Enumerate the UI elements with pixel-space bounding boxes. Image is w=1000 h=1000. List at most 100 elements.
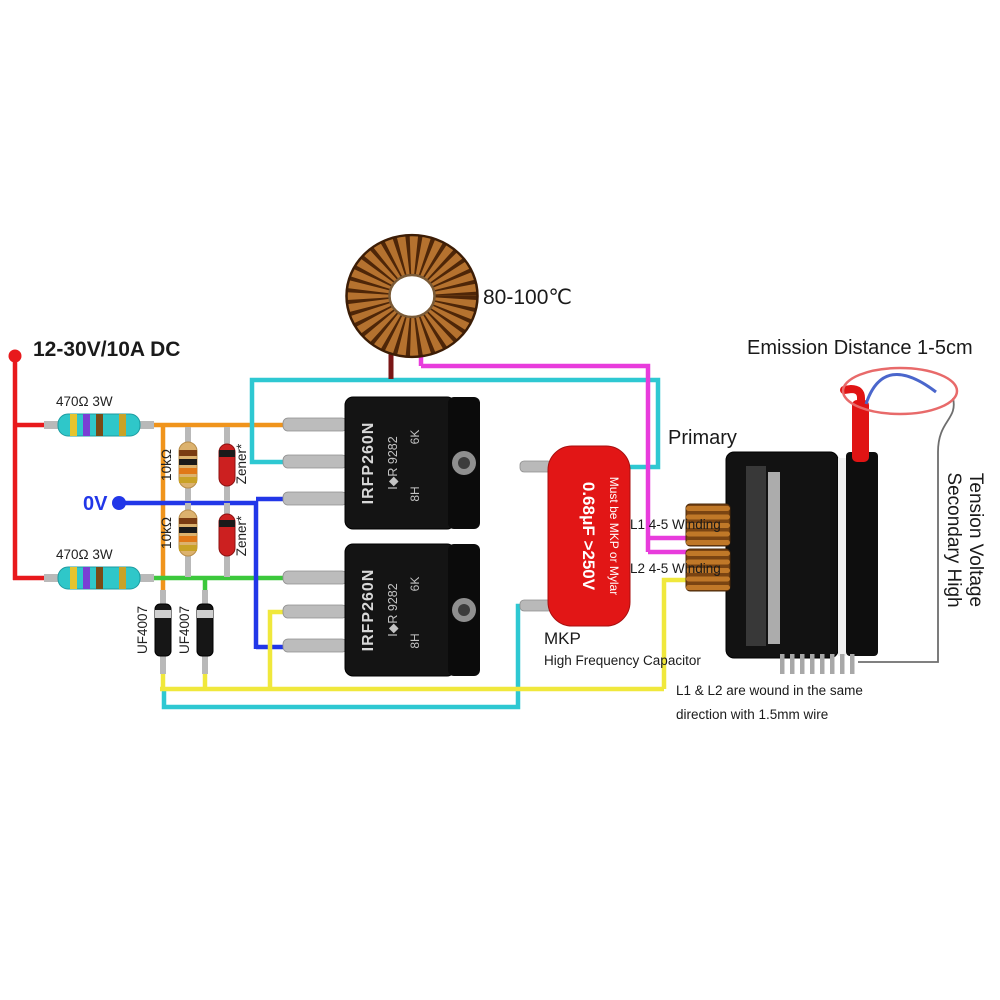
flyback-pin bbox=[800, 654, 805, 674]
mosfet-mounting-hole-center bbox=[458, 457, 470, 469]
mosfet-mounting-hole-center bbox=[458, 604, 470, 616]
resistor-470-1-label: 470Ω 3W bbox=[56, 394, 113, 409]
mosfet-code-text: 8H bbox=[408, 486, 422, 501]
resistor-470-2 bbox=[44, 566, 154, 590]
mosfet-lead-drain bbox=[282, 454, 348, 469]
mosfet-logo-text: I◆R 9282 bbox=[386, 436, 400, 489]
mosfet-lead-source bbox=[282, 638, 348, 653]
winding-turn bbox=[686, 540, 730, 545]
diode-band bbox=[197, 610, 213, 618]
spark-ellipse bbox=[841, 366, 959, 416]
hv-electrode bbox=[840, 384, 869, 462]
flyback-pin bbox=[830, 654, 835, 674]
secondary-label-line2: Tension Voltage bbox=[965, 473, 986, 607]
uf4007-2-label: UF4007 bbox=[177, 606, 192, 654]
resistor-band bbox=[119, 414, 126, 436]
resistor-470-2-label: 470Ω 3W bbox=[56, 547, 113, 562]
electrode-body bbox=[852, 400, 869, 462]
capacitor-requirement-text: Must be MKP or Mylar bbox=[607, 477, 621, 595]
mosfet-lead-drain bbox=[282, 604, 348, 619]
resistor-band bbox=[83, 567, 90, 589]
resistor-band bbox=[179, 518, 197, 524]
winding-turn bbox=[686, 576, 730, 582]
wire-red-group bbox=[12, 356, 58, 581]
resistor-band bbox=[179, 477, 197, 483]
mkp-capacitor: 0.68μF >250V Must be MKP or Mylar bbox=[519, 445, 631, 627]
resistor-band bbox=[179, 545, 197, 551]
mosfet-lead-gate bbox=[282, 570, 348, 585]
mosfet-code-text: 8H bbox=[408, 633, 422, 648]
flyback-core-right bbox=[846, 452, 878, 656]
resistor-band bbox=[96, 567, 103, 589]
capacitor-lead bbox=[519, 599, 553, 612]
wire-yellow-l2 bbox=[661, 577, 694, 689]
primary-winding-l1 bbox=[685, 503, 731, 547]
flyback-pin bbox=[840, 654, 845, 674]
diode-band bbox=[219, 520, 235, 527]
wire-cyan-drain1 bbox=[249, 377, 661, 470]
resistor-band bbox=[179, 468, 197, 474]
winding-note-line2: direction with 1.5mm wire bbox=[676, 707, 828, 722]
toroid-hole bbox=[388, 273, 436, 319]
resistor-band bbox=[70, 414, 77, 436]
electrode-tip bbox=[840, 384, 865, 416]
resistor-band bbox=[179, 459, 197, 465]
mosfet-code-text: 6K bbox=[408, 577, 422, 592]
capacitor-lead bbox=[519, 460, 553, 473]
winding-turn bbox=[686, 523, 730, 528]
winding-turn bbox=[686, 506, 730, 511]
mosfet-lead-source bbox=[282, 491, 348, 506]
secondary-return-wire bbox=[858, 397, 955, 663]
resistor-band bbox=[83, 414, 90, 436]
mosfet-q2: IRFP260N I◆R 9282 6K 8H bbox=[282, 543, 480, 677]
mosfet-logo-text: I◆R 9282 bbox=[386, 583, 400, 636]
resistor-10k-1-label: 10kΩ bbox=[159, 449, 174, 481]
mosfet-code-text: 6K bbox=[408, 430, 422, 445]
resistor-band bbox=[179, 450, 197, 456]
resistor-10k-2-label: 10kΩ bbox=[159, 517, 174, 549]
resistor-band bbox=[96, 414, 103, 436]
resistor-band bbox=[179, 536, 197, 542]
l2-winding-label: L2 4-5 Winding bbox=[630, 561, 721, 576]
wire-magenta-centertap bbox=[421, 363, 651, 552]
zero-volt-label: 0V bbox=[83, 493, 108, 515]
flyback-pin bbox=[820, 654, 825, 674]
flyback-gap bbox=[838, 458, 846, 656]
resistor-10k-1 bbox=[178, 427, 198, 501]
primary-label: Primary bbox=[668, 427, 737, 449]
mosfet-lead-gate bbox=[282, 417, 348, 432]
supply-positive-dot bbox=[8, 349, 22, 363]
resistor-470-1 bbox=[44, 413, 154, 437]
mkp-name-label: MKP bbox=[544, 629, 581, 648]
zener-2-label: Zener* bbox=[234, 515, 249, 556]
toroid-outer-rim bbox=[345, 233, 479, 359]
toroid-winding-texture bbox=[347, 235, 477, 357]
flyback-pin bbox=[780, 654, 785, 674]
wire-orange-group bbox=[138, 422, 298, 592]
diode-uf4007-2 bbox=[196, 590, 214, 674]
capacitor-value-text: 0.68μF >250V bbox=[579, 482, 598, 591]
uf4007-1-label: UF4007 bbox=[135, 606, 150, 654]
mosfet-q1: IRFP260N I◆R 9282 6K 8H bbox=[282, 396, 480, 530]
flyback-core-strip bbox=[746, 466, 766, 646]
mosfet-part-text: IRFP260N bbox=[360, 422, 377, 505]
flyback-transformer bbox=[725, 451, 878, 674]
winding-turn bbox=[686, 568, 730, 573]
winding-turn bbox=[686, 559, 730, 565]
zener-diode-2 bbox=[218, 503, 236, 577]
flyback-bobbin-highlight bbox=[768, 472, 780, 644]
winding-turn bbox=[686, 551, 730, 556]
l1-winding-label: L1 4-5 Winding bbox=[630, 517, 721, 532]
resistor-band bbox=[70, 567, 77, 589]
winding-turn bbox=[686, 585, 730, 590]
winding-note-line1: L1 & L2 are wound in the same bbox=[676, 683, 863, 698]
emission-label: Emission Distance 1-5cm bbox=[747, 337, 973, 359]
wire-green-group bbox=[138, 575, 298, 592]
zener-diode-1 bbox=[218, 427, 236, 501]
flyback-pin bbox=[810, 654, 815, 674]
diode-uf4007-1 bbox=[154, 590, 172, 674]
diode-band bbox=[219, 450, 235, 457]
flyback-pin bbox=[790, 654, 795, 674]
resistor-band bbox=[179, 527, 197, 533]
